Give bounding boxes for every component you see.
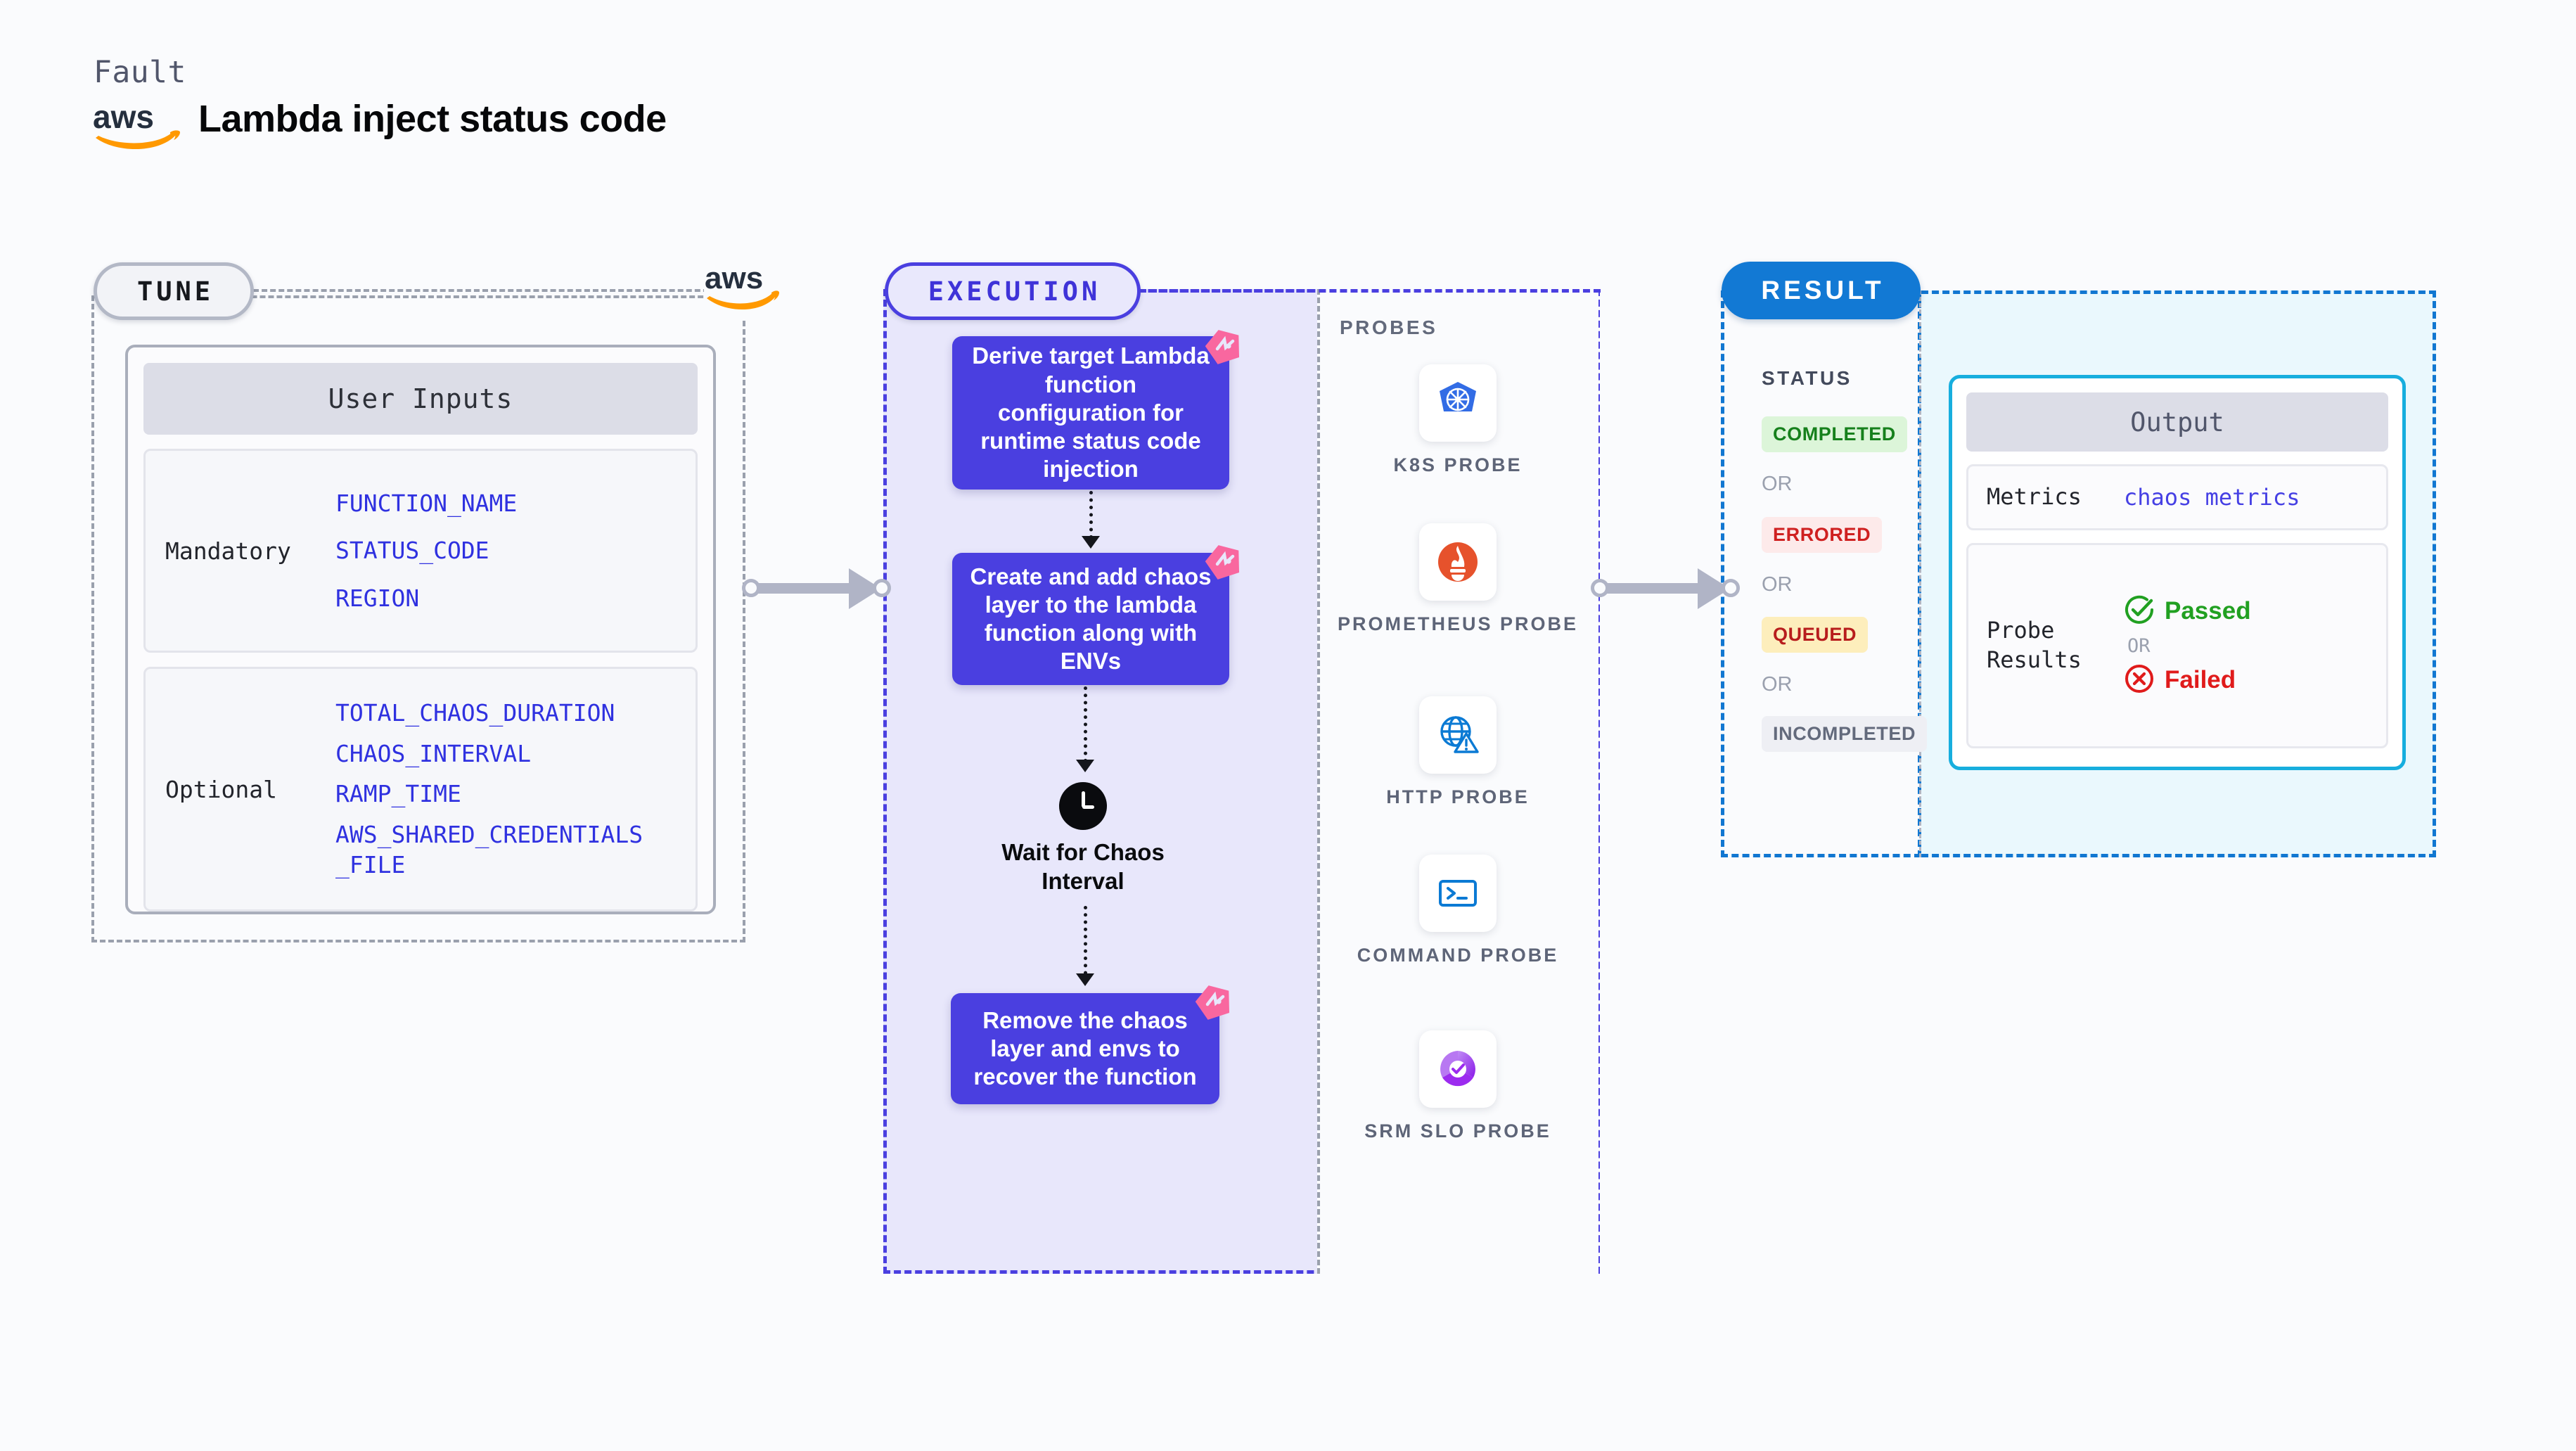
execution-step-3: Remove the chaos layer and envs to recov… <box>951 993 1219 1104</box>
param-total-chaos-duration: TOTAL_CHAOS_DURATION <box>335 699 615 727</box>
probe-label: COMMAND PROBE <box>1357 945 1559 966</box>
param-aws-shared-credentials-file: AWS_SHARED_CREDENTIALS_FILE <box>335 820 643 879</box>
output-metrics-row: Metrics chaos metrics <box>1966 464 2388 530</box>
flow-arrowhead-2 <box>1076 760 1094 772</box>
param-region: REGION <box>335 584 420 612</box>
flow-arrow-1 <box>1089 491 1093 539</box>
wait-label: Wait for Chaos Interval <box>1001 839 1165 894</box>
connector-execution-to-result <box>1591 568 1742 609</box>
probe-label: K8S PROBE <box>1393 454 1523 475</box>
http-globe-icon <box>1419 696 1497 774</box>
execution-connector-line <box>1139 289 1601 293</box>
metrics-key: Metrics <box>1987 483 2082 511</box>
param-ramp-time: RAMP_TIME <box>335 780 461 808</box>
optional-params-group: Optional TOTAL_CHAOS_DURATION CHAOS_INTE… <box>143 667 698 912</box>
srm-slo-icon <box>1419 1030 1497 1108</box>
aws-logo-icon: aws <box>91 97 181 152</box>
status-label: STATUS <box>1762 367 1852 389</box>
user-inputs-title: User Inputs <box>143 363 698 435</box>
tune-badge: TUNE <box>94 262 254 320</box>
status-badge-errored: ERRORED <box>1762 517 1883 553</box>
x-circle-icon <box>2124 663 2155 698</box>
connector-tune-to-execution <box>742 568 893 609</box>
param-function-name: FUNCTION_NAME <box>335 489 518 517</box>
terminal-icon <box>1419 855 1497 932</box>
mandatory-label: Mandatory <box>165 537 291 565</box>
execution-badge: EXECUTION <box>885 262 1141 320</box>
status-or-3: OR <box>1762 673 1793 696</box>
probe-label: PROMETHEUS PROBE <box>1337 613 1579 634</box>
litmus-icon <box>1195 983 1233 1020</box>
status-badge-queued: QUEUED <box>1762 617 1869 653</box>
clock-icon <box>1059 782 1107 830</box>
probe-k8s[interactable]: K8S PROBE <box>1317 364 1598 478</box>
probe-label: SRM SLO PROBE <box>1364 1120 1551 1142</box>
status-or-2: OR <box>1762 573 1793 596</box>
probe-command[interactable]: COMMAND PROBE <box>1317 855 1598 968</box>
mandatory-params-group: Mandatory FUNCTION_NAME STATUS_CODE REGI… <box>143 449 698 653</box>
param-status-code: STATUS_CODE <box>335 537 489 565</box>
tune-panel <box>91 295 745 942</box>
probe-prometheus[interactable]: PROMETHEUS PROBE <box>1317 523 1598 637</box>
flow-arrowhead-3 <box>1076 973 1094 986</box>
flow-arrowhead-1 <box>1082 536 1100 549</box>
status-column <box>1721 290 1921 857</box>
result-badge: RESULT <box>1722 262 1921 319</box>
status-badge-completed: COMPLETED <box>1762 416 1907 452</box>
kubernetes-icon <box>1419 364 1497 442</box>
probes-panel <box>1317 289 1598 1274</box>
svg-text:aws: aws <box>93 98 154 135</box>
user-inputs-card: User Inputs Mandatory FUNCTION_NAME STAT… <box>125 345 716 914</box>
probe-srm-slo[interactable]: SRM SLO PROBE <box>1317 1030 1598 1144</box>
execution-step-2: Create and add chaos layer to the lambda… <box>952 553 1229 685</box>
probe-result-failed: Failed <box>2124 663 2251 698</box>
probe-label: HTTP PROBE <box>1386 786 1530 807</box>
tune-connector-line <box>253 289 717 292</box>
metrics-value[interactable]: chaos metrics <box>2124 484 2300 511</box>
tune-aws-logo-icon: aws <box>704 257 780 318</box>
param-chaos-interval: CHAOS_INTERVAL <box>335 739 532 767</box>
litmus-icon <box>1205 543 1243 580</box>
failed-label: Failed <box>2165 666 2236 693</box>
litmus-icon <box>1205 328 1243 364</box>
fault-kicker: Fault <box>94 55 186 90</box>
wait-for-chaos-interval-node: Wait for Chaos Interval <box>999 782 1167 896</box>
probe-result-or: OR <box>2127 634 2151 657</box>
page-title: Lambda inject status code <box>198 98 667 140</box>
optional-label: Optional <box>165 775 277 803</box>
status-badge-incompleted: INCOMPLETED <box>1762 716 1928 752</box>
check-circle-icon <box>2124 594 2155 629</box>
probe-result-passed: Passed <box>2124 594 2251 629</box>
execution-step-1: Derive target Lambda function configurat… <box>952 336 1229 490</box>
prometheus-icon <box>1419 523 1497 601</box>
status-or-1: OR <box>1762 473 1793 495</box>
output-title: Output <box>1966 392 2388 452</box>
probes-label: PROBES <box>1340 317 1438 338</box>
svg-text:aws: aws <box>705 261 763 295</box>
flow-arrow-2 <box>1084 686 1087 762</box>
flow-arrow-3 <box>1084 906 1087 982</box>
passed-label: Passed <box>2165 597 2251 625</box>
probe-http[interactable]: HTTP PROBE <box>1317 696 1598 810</box>
